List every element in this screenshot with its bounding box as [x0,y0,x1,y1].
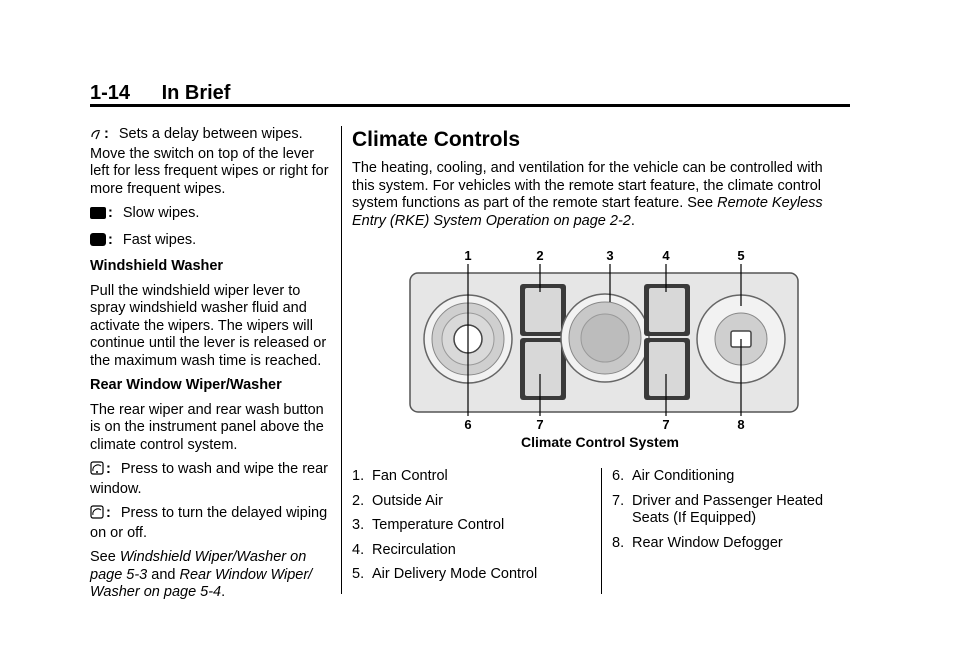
rear-wiper-icon [90,505,104,525]
section-title: In Brief [161,82,231,104]
rear-heading: Rear Window Wiper/Washer [90,377,282,393]
temperature-control-knob [560,293,650,383]
slow-paragraph: :Slow wipes. [90,205,335,225]
list-item: 1.Fan Control [352,468,448,484]
list-item: 5.Air Delivery Mode Control [352,566,538,582]
figure-caption: Climate Control System [521,434,679,450]
column-divider [341,126,342,594]
driver-heated-seat-button [520,338,566,400]
list-item: 4.Recirculation [352,541,456,558]
page-number: 1-14 [90,82,131,104]
outside-air-button [520,284,566,336]
delay-paragraph: :Sets a delay between wipes. Move the sw… [90,126,329,197]
callout-7b: 7 [662,417,669,430]
list-item: 3.Temperature Control [352,517,505,533]
ref-rke[interactable]: Remote Keyless Entry (RKE) System Operat… [352,195,823,229]
callout-4: 4 [662,248,670,263]
callout-5: 5 [737,248,744,263]
see-references: See Windshield Wiper/Washer on page 5-3 … [90,549,313,601]
ref-windshield-wiper[interactable]: Windshield Wiper/Washer on page 5-3 [90,549,307,583]
page-header: 1-14 In Brief [90,82,230,105]
callout-3: 3 [606,248,613,263]
callout-2: 2 [536,248,543,263]
callout-7a: 7 [536,417,543,430]
left-column: :Sets a delay between wipes. Move the sw… [90,126,335,609]
rear-wash-paragraph: :Press to wash and wipe the rear window. [90,461,328,497]
ref-rear-window-wiper[interactable]: Rear Window Wiper/ Washer on page 5-4 [90,566,313,601]
list-divider [601,468,602,594]
fast-paragraph: :Fast wipes. [90,232,335,252]
fast-wipe-icon [90,232,106,252]
climate-intro: The heating, cooling, and ventilation fo… [352,160,823,229]
recirculation-button [644,284,690,336]
legend-list-right: 6.Air Conditioning 7.Driver and Passenge… [612,468,852,559]
slow-wipe-icon [90,207,106,225]
list-item: 2.Outside Air [352,492,443,509]
passenger-heated-seat-button [644,338,690,400]
climate-control-figure: 1 2 3 4 5 6 7 7 8 [405,244,805,432]
list-item: 6.Air Conditioning [612,468,735,484]
wiper-delay-icon [90,128,102,146]
rear-delay-paragraph: :Press to turn the delayed wiping on or … [90,505,328,541]
list-item: 8.Rear Window Defogger [612,534,783,551]
callout-8: 8 [737,417,744,430]
washer-heading: Windshield Washer [90,258,224,274]
legend-list-left: 1.Fan Control 2.Outside Air 3.Temperatur… [352,468,592,591]
washer-paragraph: Pull the windshield wiper lever to spray… [90,282,327,369]
rear-wash-icon [90,461,104,481]
callout-6: 6 [464,417,471,430]
rear-paragraph: The rear wiper and rear wash button is o… [90,401,324,453]
callout-1: 1 [464,248,471,263]
header-rule [90,104,850,107]
climate-title: Climate Controls [352,128,521,151]
